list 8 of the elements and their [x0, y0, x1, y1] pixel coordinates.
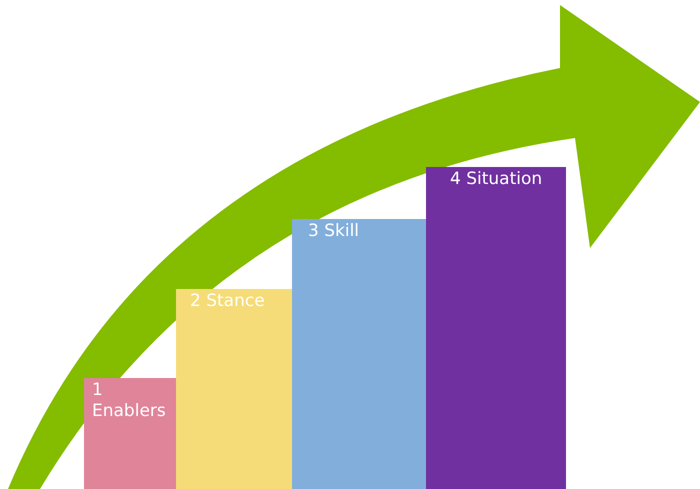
step-bar: [176, 289, 292, 489]
step-bar: [426, 167, 566, 489]
step-label: 3 Skill: [308, 221, 360, 242]
step-label: 4 Situation: [450, 169, 542, 190]
step-label: 2 Stance: [190, 291, 265, 312]
step-bar: [292, 219, 426, 489]
step-bar: [84, 378, 176, 489]
step-label: 1 Enablers: [92, 380, 167, 422]
